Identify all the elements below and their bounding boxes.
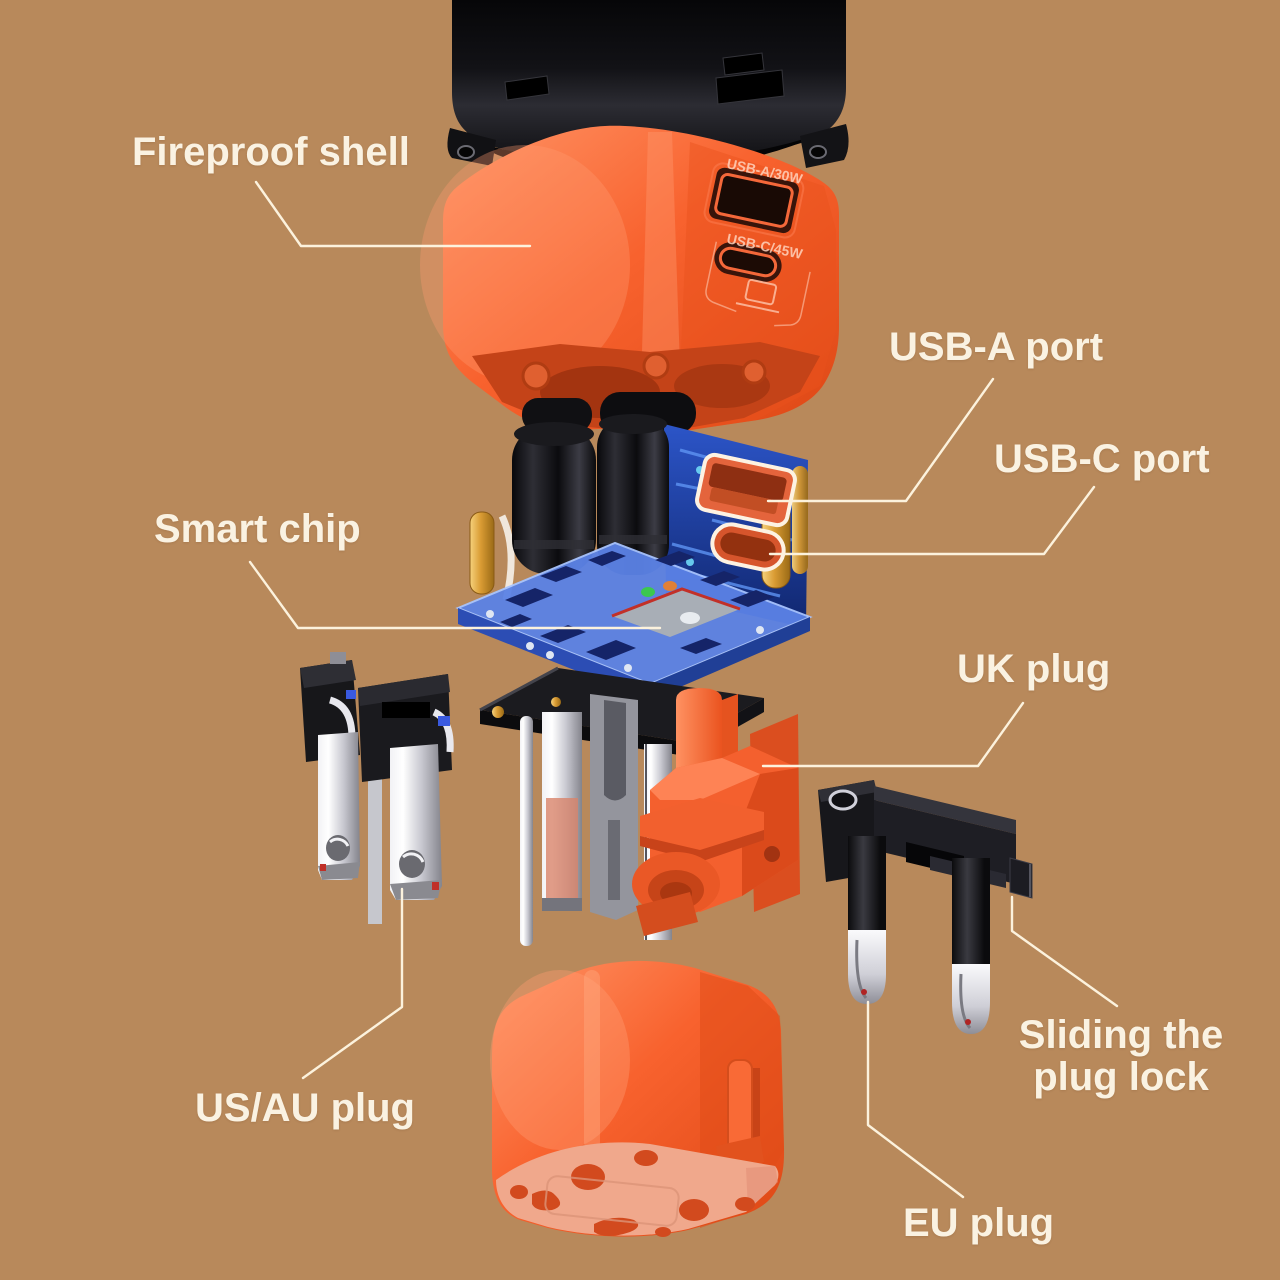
leader-fireproof-shell [254, 180, 532, 248]
us-blade-left [318, 732, 360, 880]
callout-us-au-plug: US/AU plug [195, 1086, 415, 1130]
callout-usb-a-port: USB-A port [889, 325, 1104, 369]
carrier-screw [551, 697, 561, 707]
leader-usb-c-port [768, 485, 1096, 556]
us-blade-right [390, 744, 442, 900]
callout-eu-plug: EU plug [903, 1201, 1055, 1245]
gold-pin-right-2 [792, 466, 808, 574]
leader-sliding-plug-lock [1010, 895, 1119, 1008]
leader-smart-chip [248, 560, 662, 630]
eu-pin-left [848, 836, 886, 1004]
uk-plug-cylinder [676, 688, 722, 772]
uk-plug-body [632, 688, 800, 936]
callout-fireproof-shell: Fireproof shell [132, 130, 410, 174]
eu-screw [828, 789, 858, 811]
eu-pin-right [952, 858, 990, 1034]
cap-blade-slot [504, 75, 550, 101]
bottom-shell [490, 960, 785, 1237]
leader-usb-a-port [766, 377, 995, 503]
eu-plug-body [818, 780, 1033, 1034]
gold-pin-left [469, 511, 495, 595]
component-orange [663, 581, 677, 591]
smart-chip [611, 587, 741, 637]
thin-blade [368, 754, 382, 924]
callout-uk-plug: UK plug [957, 647, 1111, 691]
internal-assembly [455, 414, 813, 700]
cap-blade-slot [722, 52, 765, 76]
leader-us-au-plug [301, 887, 404, 1080]
led-green [641, 587, 655, 597]
smart-chip-board [455, 541, 813, 700]
carrier-rod [520, 716, 533, 946]
callout-usb-c-port: USB-C port [994, 437, 1210, 481]
fireproof-shell-body: USB-A/30W USB-C/45W [420, 125, 839, 440]
usb-c-port [710, 522, 786, 572]
socket-holes [510, 1150, 755, 1237]
laptop-engraving-icon [705, 241, 811, 327]
usb-c-hole [714, 242, 782, 282]
callout-sliding-plug-lock: Sliding the plug lock [1018, 1013, 1224, 1099]
callout-smart-chip: Smart chip [154, 507, 361, 551]
carrier-screw [492, 706, 504, 718]
usb-a-port [695, 452, 797, 528]
plug-lock-latch [1009, 857, 1033, 899]
cap-blade-slot [715, 69, 785, 105]
us-au-plug-assembly [300, 652, 454, 900]
leader-eu-plug [866, 1000, 965, 1199]
capacitor-left [512, 422, 596, 574]
smd-components [500, 551, 774, 660]
leader-uk-plug [761, 701, 1025, 768]
usb-a-hole [703, 162, 805, 239]
top-cap [447, 0, 849, 175]
top-cap-body [452, 0, 846, 171]
carrier-blade-1 [542, 712, 582, 911]
capacitor-right [597, 414, 669, 575]
carrier-blade-bottle [590, 694, 638, 920]
